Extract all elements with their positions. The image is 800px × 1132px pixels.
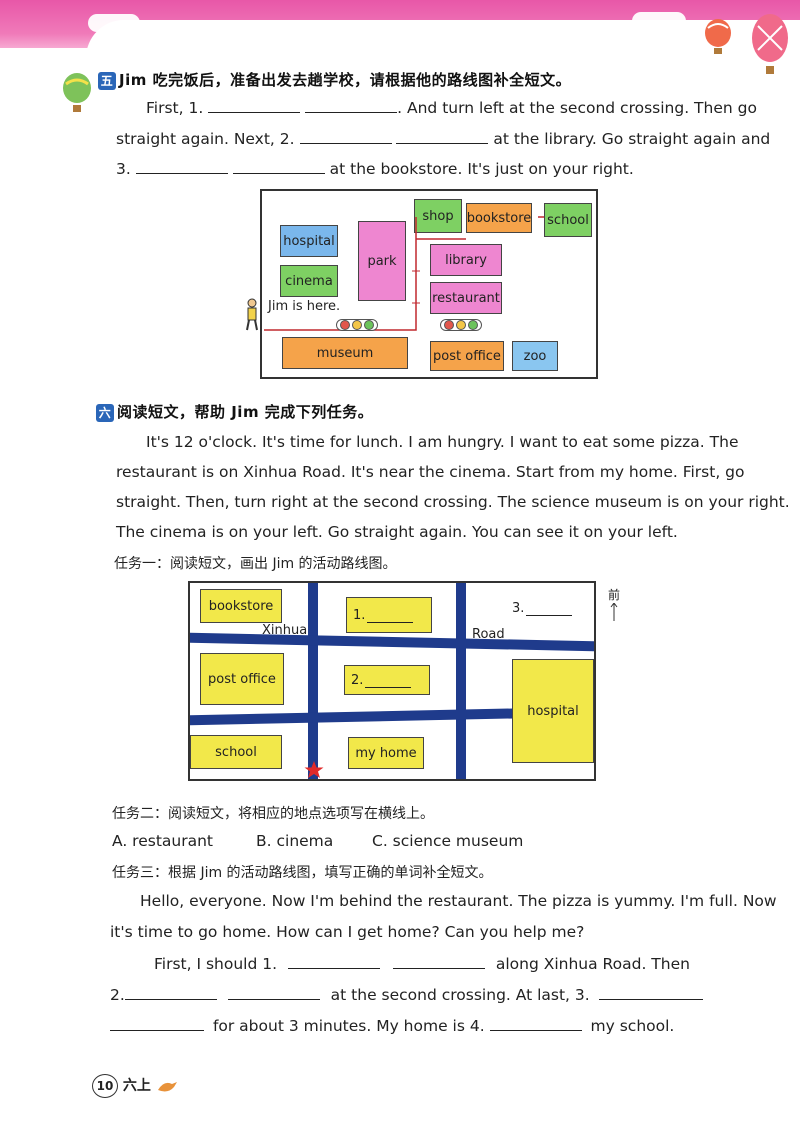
traffic-light-icon (336, 319, 378, 331)
line-text: straight again. Next, 2. (116, 130, 295, 148)
page-footer: 10 六上 (92, 1074, 178, 1098)
passage-line: restaurant is on Xinhua Road. It's near … (116, 463, 745, 481)
section-title-text: 阅读短文，帮助 Jim 完成下列任务。 (117, 403, 374, 421)
line-text: . And turn left at the second crossing. … (397, 99, 757, 117)
map-post-office: post office (430, 341, 504, 371)
map-park: park (358, 221, 406, 301)
option-c: C. science museum (372, 832, 524, 850)
task-2-label: 任务二：阅读短文，将相应的地点选项写在横线上。 (112, 806, 434, 822)
section-6-title: 六阅读短文，帮助 Jim 完成下列任务。 (96, 401, 373, 422)
balloon-icon (63, 73, 91, 112)
map-bookstore: bookstore (466, 203, 532, 233)
slot-number: 3. (512, 600, 525, 616)
exercise-line: 3. at the bookstore. It's just on your r… (116, 159, 634, 178)
star-icon (304, 761, 324, 778)
slot-number: 1. (353, 607, 366, 623)
section-number-badge: 六 (96, 404, 114, 422)
road-label: Road (472, 627, 505, 642)
passage-line: it's time to go home. How can I get home… (110, 923, 585, 941)
grade-label: 六上 (122, 1078, 151, 1094)
map-bookstore: bookstore (200, 589, 282, 623)
cloud-icon (632, 12, 686, 30)
passage-line: straight. Then, turn right at the second… (116, 493, 790, 511)
map-my-home: my home (348, 737, 424, 769)
answer-blank[interactable] (227, 985, 320, 1000)
road-vertical (308, 583, 318, 779)
line-text: 3. (116, 160, 131, 178)
answer-blank[interactable] (232, 159, 325, 174)
page-number: 10 (92, 1074, 118, 1098)
answer-blank[interactable] (526, 601, 573, 616)
traffic-light-icon (440, 319, 482, 331)
answer-blank[interactable] (396, 129, 489, 144)
task-1-label: 任务一：阅读短文，画出 Jim 的活动路线图。 (114, 556, 397, 572)
map-hospital: hospital (280, 225, 338, 257)
option-a: A. restaurant (112, 832, 213, 850)
answer-blank[interactable] (489, 1016, 582, 1031)
exercise-line: 2. at the second crossing. At last, 3. (110, 985, 703, 1004)
map-school: school (544, 203, 592, 237)
route-map: hospital cinema park library restaurant … (260, 189, 598, 379)
map-shop: shop (414, 199, 462, 233)
xinhua-road (190, 632, 594, 652)
compass-front-label: 前 (608, 586, 620, 621)
line-text: at the bookstore. It's just on your righ… (329, 160, 634, 178)
route-path (264, 216, 544, 331)
section-title-text: Jim 吃完饭后，准备出发去趟学校，请根据他的路线图补全短文。 (119, 71, 572, 89)
road-label: Xinhua (262, 623, 308, 638)
line-text: for about 3 minutes. My home is 4. (212, 1017, 485, 1035)
map-cinema: cinema (280, 265, 338, 297)
answer-blank[interactable] (367, 608, 414, 623)
answer-blank[interactable] (287, 954, 380, 969)
exercise-line: First, I should 1. along Xinhua Road. Th… (154, 954, 690, 973)
line-text: First, 1. (146, 99, 204, 117)
map-restaurant: restaurant (430, 282, 502, 314)
map-post-office: post office (200, 653, 284, 705)
answer-blank[interactable] (124, 985, 217, 1000)
map-slot-2[interactable]: 2. (344, 665, 430, 695)
answer-blank[interactable] (208, 98, 301, 113)
answer-blank[interactable] (392, 954, 485, 969)
map-slot-3: 3. (506, 589, 590, 627)
line-text: along Xinhua Road. Then (495, 955, 690, 973)
arrow-up-icon (610, 603, 618, 621)
map-museum: museum (282, 337, 408, 369)
map-school: school (190, 735, 282, 769)
slot-number: 2. (351, 672, 364, 688)
street-map: bookstore post office school 1. 2. 3. my… (188, 581, 596, 781)
map-zoo: zoo (512, 341, 558, 371)
line-text: First, I should 1. (154, 955, 278, 973)
passage-line: Hello, everyone. Now I'm behind the rest… (140, 892, 777, 910)
bird-icon (157, 1082, 177, 1092)
exercise-line: First, 1. . And turn left at the second … (146, 98, 757, 117)
task-3-label: 任务三：根据 Jim 的活动路线图，填写正确的单词补全短文。 (112, 865, 493, 881)
section-number-badge: 五 (98, 72, 116, 90)
road-vertical (456, 583, 466, 779)
jim-label: Jim is here. (268, 299, 341, 314)
jim-figure-icon (246, 298, 258, 331)
line-text: my school. (590, 1017, 675, 1035)
cloud-icon (88, 14, 140, 32)
balloon-icon (752, 14, 788, 74)
answer-blank[interactable] (299, 129, 392, 144)
exercise-line: for about 3 minutes. My home is 4. my sc… (110, 1016, 674, 1035)
passage-line: It's 12 o'clock. It's time for lunch. I … (146, 433, 739, 451)
option-b: B. cinema (256, 832, 334, 850)
answer-blank[interactable] (110, 1016, 204, 1031)
balloon-icon (705, 19, 731, 54)
answer-blank[interactable] (598, 985, 703, 1000)
map-library: library (430, 244, 502, 276)
front-text: 前 (608, 588, 621, 602)
map-slot-1[interactable]: 1. (346, 597, 432, 633)
answer-blank[interactable] (305, 98, 398, 113)
line-text: 2. (110, 986, 125, 1004)
map-hospital: hospital (512, 659, 594, 763)
exercise-line: straight again. Next, 2. at the library.… (116, 129, 770, 148)
line-text: at the library. Go straight again and (493, 130, 771, 148)
answer-blank[interactable] (135, 159, 228, 174)
line-text: at the second crossing. At last, 3. (330, 986, 590, 1004)
answer-blank[interactable] (365, 673, 412, 688)
passage-line: The cinema is on your left. Go straight … (116, 523, 678, 541)
